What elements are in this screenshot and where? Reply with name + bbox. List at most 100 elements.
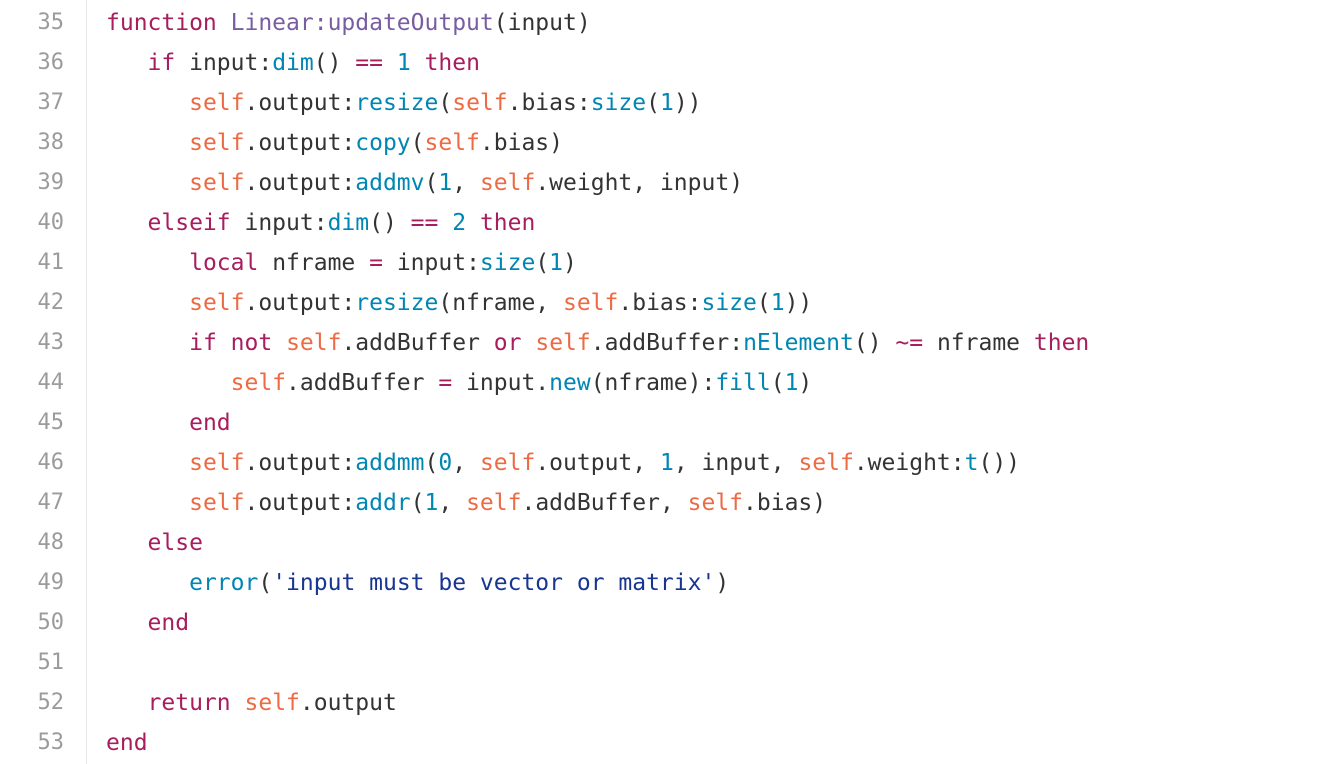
token-plain: .output:	[244, 130, 356, 156]
token-method: dim	[272, 50, 314, 76]
line-number[interactable]: 53	[37, 730, 65, 755]
token-plain: (	[424, 450, 439, 476]
line-number[interactable]: 40	[37, 210, 65, 235]
token-plain: input:	[382, 250, 480, 276]
token-self: self	[189, 450, 245, 476]
line-number[interactable]: 36	[37, 50, 65, 75]
code-line: 46 self.output:addmm(0, self.output, 1, …	[0, 443, 1332, 483]
token-plain: .output:	[244, 90, 356, 116]
line-number[interactable]: 35	[37, 10, 65, 35]
token-number: 1	[770, 290, 785, 316]
token-number: 1	[659, 450, 674, 476]
token-plain: .addBuffer,	[521, 490, 688, 516]
token-plain	[231, 690, 245, 716]
code-line: 41 local nframe = input:size(1)	[0, 243, 1332, 283]
indent	[106, 370, 231, 396]
token-plain: ()	[369, 210, 411, 236]
line-number[interactable]: 43	[37, 330, 65, 355]
token-plain: (	[410, 130, 425, 156]
indent	[106, 90, 189, 116]
token-string: 'input must be vector or matrix'	[272, 570, 716, 596]
token-plain: .output,	[535, 450, 660, 476]
line-number[interactable]: 47	[37, 490, 65, 515]
indent	[106, 290, 189, 316]
token-plain: )	[715, 570, 730, 596]
token-method: fill	[715, 370, 771, 396]
line-content: self.output:copy(self.bias)	[106, 123, 563, 163]
token-keyword: function	[106, 10, 217, 36]
token-method: new	[549, 370, 591, 396]
line-content: function Linear:updateOutput(input)	[106, 3, 591, 43]
indent	[106, 50, 148, 76]
token-plain: ,	[452, 170, 480, 196]
token-plain: (	[410, 490, 425, 516]
token-self: self	[562, 290, 619, 316]
token-number: 0	[438, 450, 453, 476]
token-self: self	[466, 490, 522, 516]
token-plain: .bias:	[618, 290, 702, 316]
indent	[106, 410, 189, 436]
code-line: 36 if input:dim() == 1 then	[0, 43, 1332, 83]
token-self: self	[189, 90, 245, 116]
indent	[106, 570, 189, 596]
token-number: 1	[396, 50, 411, 76]
token-plain: (	[424, 170, 439, 196]
line-number[interactable]: 37	[37, 90, 65, 115]
token-keyword: then	[424, 50, 480, 76]
token-self: self	[535, 330, 591, 356]
line-number[interactable]: 51	[37, 650, 65, 675]
indent	[106, 610, 148, 636]
token-number: 2	[452, 210, 467, 236]
code-line: 35 function Linear:updateOutput(input)	[0, 3, 1332, 43]
line-content: if not self.addBuffer or self.addBuffer:…	[106, 323, 1089, 363]
line-number[interactable]: 46	[37, 450, 65, 475]
token-plain	[383, 50, 397, 76]
line-number[interactable]: 42	[37, 290, 65, 315]
line-number[interactable]: 45	[37, 410, 65, 435]
line-number[interactable]: 48	[37, 530, 65, 555]
line-number[interactable]: 49	[37, 570, 65, 595]
code-line: 44 self.addBuffer = input.new(nframe):fi…	[0, 363, 1332, 403]
token-number: 1	[424, 490, 439, 516]
line-number[interactable]: 41	[37, 250, 65, 275]
token-plain: .addBuffer	[341, 330, 494, 356]
token-keyword: if	[147, 50, 176, 76]
token-number: 1	[784, 370, 799, 396]
token-operator: ~=	[895, 330, 924, 356]
line-number[interactable]: 52	[37, 690, 65, 715]
code-line: 45 end	[0, 403, 1332, 443]
token-plain: (	[646, 90, 660, 116]
token-self: self	[452, 90, 508, 116]
code-line: 43 if not self.addBuffer or self.addBuff…	[0, 323, 1332, 363]
code-line: 48 else	[0, 523, 1332, 563]
token-method: error	[189, 570, 259, 596]
token-keyword: not	[230, 330, 273, 356]
line-content: self.addBuffer = input.new(nframe):fill(…	[106, 363, 813, 403]
token-plain: )	[563, 250, 577, 276]
code-line: 52 return self.output	[0, 683, 1332, 723]
line-number[interactable]: 50	[37, 610, 65, 635]
token-plain: nframe	[923, 330, 1034, 356]
token-plain: nframe	[258, 250, 370, 276]
token-plain: input:	[175, 50, 273, 76]
line-number[interactable]: 38	[37, 130, 65, 155]
line-content: self.output:addmv(1, self.weight, input)	[106, 163, 743, 203]
token-method: t	[964, 450, 979, 476]
token-plain: ()	[313, 50, 356, 76]
line-number[interactable]: 39	[37, 170, 65, 195]
token-plain: (	[770, 370, 785, 396]
token-plain: (	[535, 250, 550, 276]
line-number[interactable]: 44	[37, 370, 65, 395]
line-content: error('input must be vector or matrix')	[106, 563, 729, 603]
token-method: size	[701, 290, 757, 316]
token-self: self	[687, 490, 744, 516]
line-content: end	[106, 403, 231, 443]
token-number: 1	[438, 170, 453, 196]
token-operator: =	[369, 250, 383, 276]
line-content: if input:dim() == 1 then	[106, 43, 480, 83]
token-plain	[466, 210, 480, 236]
token-plain: .weight:	[853, 450, 965, 476]
token-plain: input:	[230, 210, 328, 236]
token-method: copy	[355, 130, 411, 156]
